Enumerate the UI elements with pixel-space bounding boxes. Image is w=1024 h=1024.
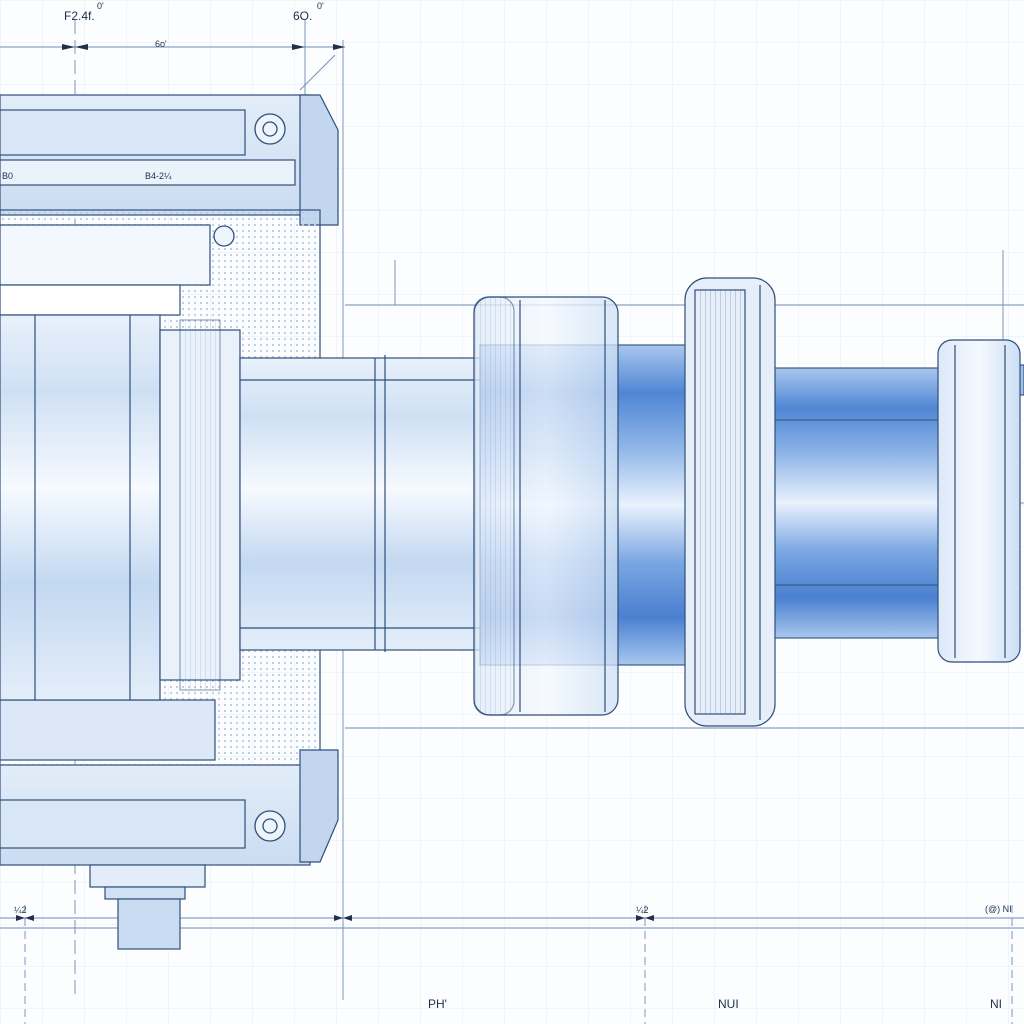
- flange-ring-2: [684, 277, 776, 727]
- label-top-center-sup: 0': [317, 1, 324, 11]
- label-bottom-dim-2: ¼2: [636, 905, 649, 915]
- inner-drum: [0, 314, 241, 701]
- label-bottom-3: NI: [990, 997, 1002, 1011]
- label-bottom-right-marker: (@) NI: [985, 904, 1012, 914]
- label-bottom-2: NUI: [718, 997, 739, 1011]
- label-housing-left: B0: [2, 171, 14, 181]
- label-top-left-sup: 0': [97, 1, 104, 11]
- label-bottom-1: PH': [428, 997, 447, 1011]
- housing-bolts: [213, 113, 286, 842]
- label-bottom-dim-1: ¼2: [14, 905, 27, 915]
- flange-ring-1: [473, 296, 619, 716]
- main-shaft: [239, 355, 481, 652]
- label-top-dim: 6o': [155, 39, 167, 49]
- label-top-center: 6O.: [293, 9, 313, 23]
- label-housing-mid: B4-2¼: [145, 171, 172, 181]
- label-top-left: F2.4f.: [64, 9, 95, 23]
- end-cap: [937, 339, 1021, 663]
- dimension-arrows: [16, 44, 654, 921]
